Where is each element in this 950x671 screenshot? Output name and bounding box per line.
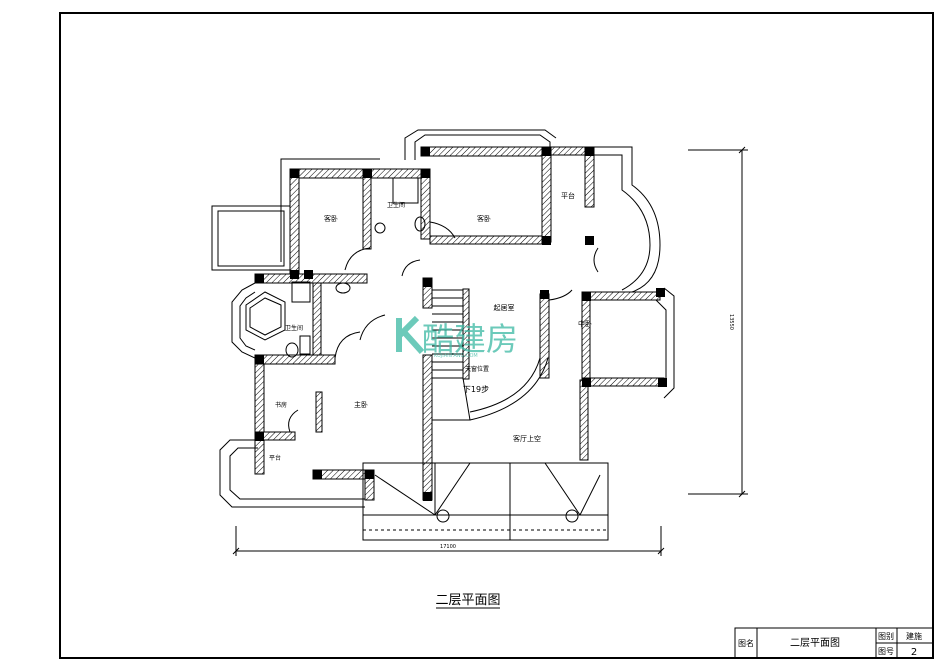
label-terrace-2: 平台 [269,454,281,462]
outlines [211,129,675,541]
columns [255,147,667,501]
walls [254,146,665,501]
label-hall-void: 客厅上空 [513,434,541,443]
label-stair-note: 下19步 [463,385,489,394]
label-living-room: 起居室 [494,303,515,312]
watermark-logo-icon [396,315,425,355]
label-guest-room-1: 客卧 [324,214,338,223]
drawing-title: 二层平面图 [435,593,500,608]
title-block-name-label: 图名 [738,638,754,648]
sheet-border [59,12,934,659]
label-skylight-position: 天窗位置 [465,365,489,373]
title-block-scale-value: 建施 [906,631,922,641]
watermark-brand: 酷建房 [422,320,518,358]
dimension-total-width: 17100 [440,544,456,550]
room-labels: 客卧 卫生间 客卧 平台 起居室 中卧 卫生间 书房 主卧 平台 天窗位置 下1… [269,191,592,462]
label-middle-bedroom: 中卧 [578,319,592,328]
dimension-total-depth: 13550 [728,314,734,330]
watermark: 酷建房 KUJIANFANG.COM [396,315,518,359]
title-block [734,627,934,659]
title-block-scale-label: 图别 [878,632,894,641]
label-bath-1: 卫生间 [387,201,405,209]
title-block-name-value: 二层平面图 [790,637,840,649]
label-guest-room-2: 客卧 [477,214,491,223]
dimension-lines [232,146,748,556]
watermark-url: KUJIANFANG.COM [434,353,478,359]
label-bath-2: 卫生间 [285,324,303,332]
label-study: 书房 [275,401,287,409]
label-master-bedroom: 主卧 [354,400,368,409]
title-block-number-value: 2 [911,647,917,658]
title-block-number-label: 图号 [878,647,894,656]
label-terrace-1: 平台 [561,191,575,200]
